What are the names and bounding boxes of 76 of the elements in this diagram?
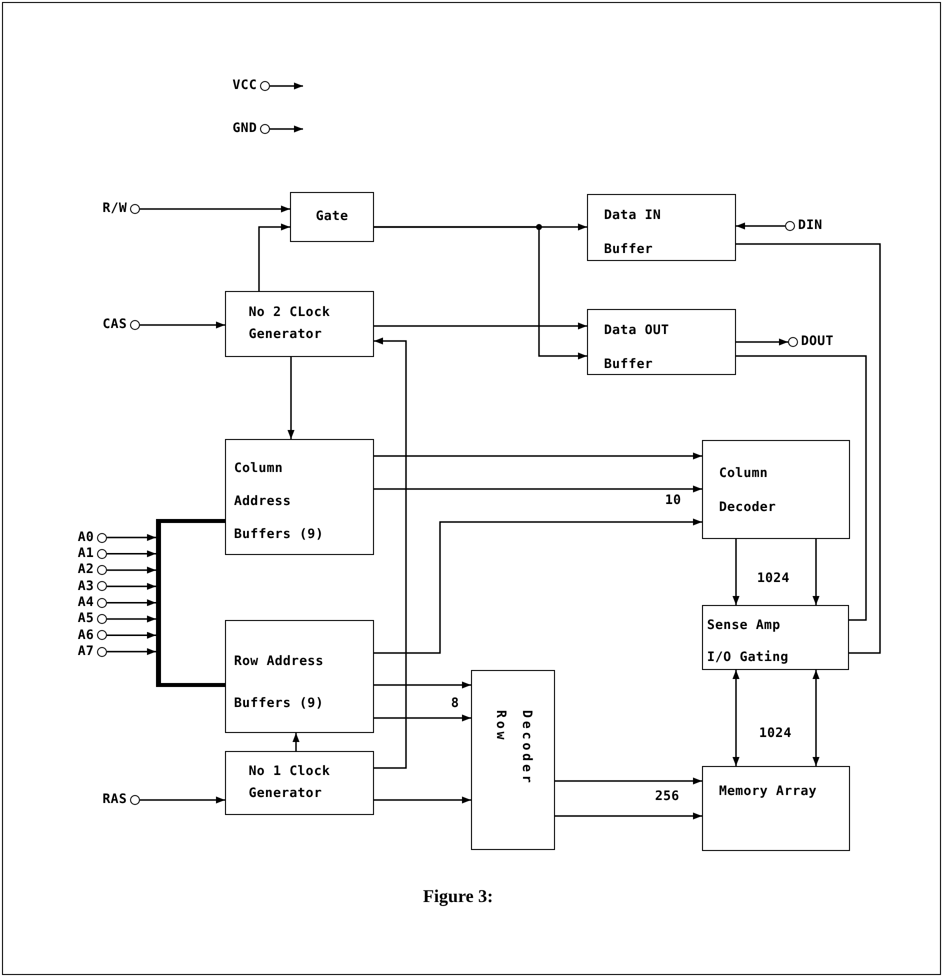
- arrow: [140, 322, 225, 328]
- block-label: Sense Amp I/O Gating: [707, 617, 790, 667]
- block-label: Memory Array: [719, 783, 818, 801]
- arrow: [555, 778, 702, 784]
- arrow: [258, 224, 290, 291]
- arrow: [374, 338, 407, 769]
- pin-label: A7: [78, 642, 94, 661]
- block-label: No 2 CLock Generator: [248, 304, 332, 344]
- block-box: [702, 766, 850, 851]
- pin-label: RAS: [102, 791, 127, 810]
- connector-line: [161, 519, 225, 523]
- arrow: [107, 582, 156, 590]
- figure-caption: Figure 3:: [423, 885, 494, 908]
- block-box: [702, 605, 849, 670]
- pin-label: GND: [232, 120, 257, 138]
- arrow: [107, 616, 156, 622]
- block-label: Row Address Buffers (9): [234, 653, 325, 713]
- pin-label: VCC: [232, 77, 257, 96]
- arrow: [736, 338, 788, 346]
- arrow: [107, 648, 156, 656]
- arrow: [374, 322, 587, 330]
- block-box: [225, 291, 374, 357]
- block-label: Column Address Buffers (9): [234, 460, 325, 544]
- arrow: [374, 714, 471, 722]
- block-box: [702, 440, 850, 539]
- arrow: [107, 566, 156, 574]
- arrow: [812, 670, 820, 766]
- arrow: [292, 733, 300, 751]
- arrow: [270, 82, 303, 90]
- pin-label: DIN: [798, 217, 822, 236]
- bus-bar: [156, 519, 161, 687]
- arrow: [288, 357, 294, 439]
- block-box: [587, 194, 736, 261]
- connector-line: [736, 243, 881, 654]
- pin-label: A4: [78, 594, 94, 612]
- connector-line: [161, 683, 225, 687]
- arrow: [107, 599, 156, 606]
- arrow: [107, 534, 156, 541]
- arrow: [555, 812, 702, 820]
- arrow: [140, 206, 290, 212]
- pin-label: A5: [78, 610, 94, 628]
- arrow: [374, 486, 702, 492]
- arrow: [374, 452, 702, 460]
- block-box: [225, 620, 374, 733]
- arrow: [107, 632, 156, 639]
- arrow: [374, 796, 471, 804]
- connector-line: [736, 355, 867, 621]
- block-box: [587, 309, 736, 375]
- block-label: Data OUT Buffer: [604, 322, 670, 374]
- arrow: [732, 670, 740, 766]
- block-label: No 1 Clock Generator: [248, 763, 332, 803]
- pin-label: R/W: [102, 200, 127, 218]
- arrow: [374, 226, 587, 360]
- pin-label: CAS: [102, 316, 127, 334]
- arrow: [812, 539, 820, 605]
- arrow: [270, 126, 303, 132]
- block-label: Row Decoder: [492, 710, 535, 788]
- block-label: Gate: [316, 208, 348, 226]
- block-box: [471, 670, 555, 850]
- pin-label: A1: [78, 545, 94, 563]
- arrow: [374, 682, 471, 688]
- pin-label: A0: [78, 528, 94, 547]
- pin-label: A2: [78, 561, 94, 580]
- block-label: Data IN Buffer: [604, 207, 662, 259]
- pin-label: A3: [78, 578, 94, 596]
- block-label: Column Decoder: [719, 465, 778, 517]
- block-box: [225, 751, 374, 815]
- arrow: [732, 539, 740, 605]
- arrow: [736, 222, 785, 230]
- arrow: [374, 518, 702, 654]
- arrow: [107, 550, 156, 558]
- arrow: [140, 796, 225, 804]
- block-box: [290, 192, 374, 242]
- pin-label: A6: [78, 626, 94, 645]
- pin-label: DOUT: [801, 333, 834, 352]
- block-box: [225, 439, 374, 555]
